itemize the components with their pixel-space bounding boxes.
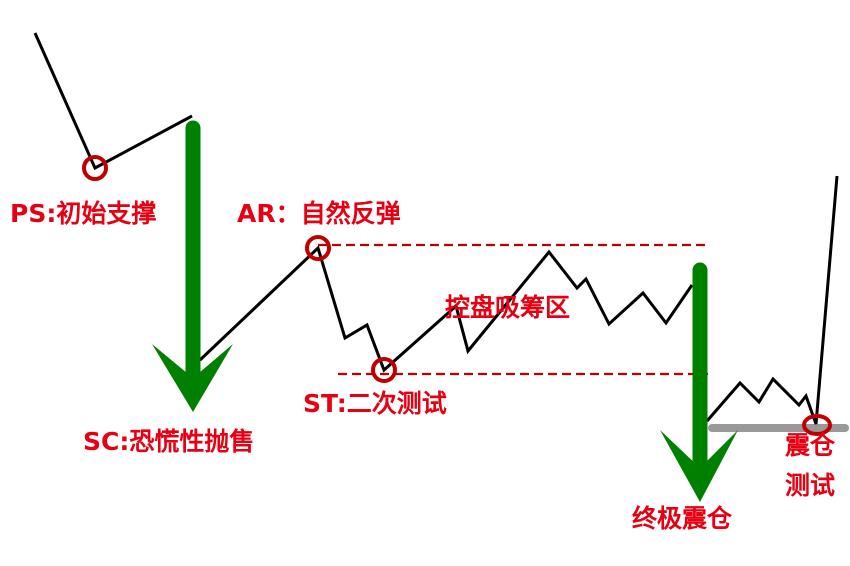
sc-arrow	[152, 120, 233, 412]
price-line-downtrend	[33, 32, 193, 171]
st-marker-circle	[371, 357, 397, 383]
range-label: 控盘吸筹区	[445, 293, 571, 322]
ps-label: PS:初始支撑	[10, 199, 157, 228]
spring-arrow	[660, 262, 738, 502]
price-line-breakout	[705, 175, 839, 425]
test-marker-circle	[802, 414, 832, 436]
ar-marker-circle	[305, 235, 331, 261]
st-label: ST:二次测试	[303, 389, 447, 418]
ps-marker-circle	[82, 155, 108, 181]
spring-label: 终极震仓	[632, 504, 733, 533]
test-label-line2: 测试	[785, 471, 836, 500]
test-label-line1: 震仓	[785, 431, 836, 460]
ar-label: AR：自然反弹	[237, 199, 401, 228]
price-line-range	[198, 245, 694, 373]
sc-label: SC:恐慌性抛售	[83, 427, 255, 456]
